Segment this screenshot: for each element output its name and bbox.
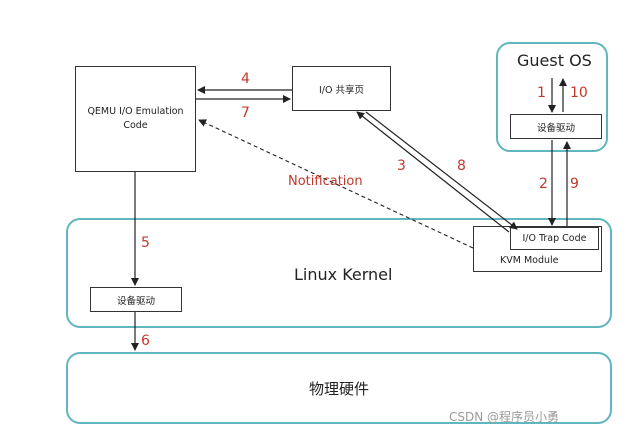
step-4-label: 4 (241, 71, 250, 87)
hardware-container: 物理硬件 (66, 352, 612, 424)
step-10-label: 10 (570, 85, 588, 101)
arrow-3 (356, 111, 510, 233)
guest-driver-box: 设备驱动 (510, 114, 602, 139)
watermark: CSDN @程序员小勇 (449, 410, 560, 424)
qemu-box: QEMU I/O Emulation Code (75, 66, 196, 172)
step-7-label: 7 (241, 105, 250, 121)
hardware-label: 物理硬件 (308, 379, 369, 398)
step-9-label: 9 (570, 176, 579, 192)
io-shared-page-box: I/O 共享页 (292, 66, 391, 111)
arrow-8 (365, 111, 518, 230)
kernel-driver-box: 设备驱动 (90, 287, 182, 312)
notification-arrow (198, 119, 474, 249)
step-5-label: 5 (141, 235, 150, 251)
io-trap-code-box: I/O Trap Code (510, 227, 599, 250)
kvm-module-label: KVM Module (500, 255, 559, 266)
guest-driver-label: 设备驱动 (536, 122, 575, 134)
step-3-label: 3 (397, 158, 406, 174)
qemu-label: QEMU I/O Emulation Code (87, 106, 184, 131)
io-trap-code-label: I/O Trap Code (522, 233, 587, 244)
step-6-label: 6 (141, 333, 150, 349)
guest-os-label: Guest OS (517, 51, 592, 70)
step-2-label: 2 (539, 176, 548, 192)
kernel-driver-label: 设备驱动 (116, 295, 155, 307)
step-1-label: 1 (537, 85, 546, 101)
notification-label: Notification (288, 174, 363, 189)
linux-kernel-label: Linux Kernel (294, 265, 393, 284)
step-8-label: 8 (457, 158, 466, 174)
io-shared-page-label: I/O 共享页 (319, 84, 364, 96)
